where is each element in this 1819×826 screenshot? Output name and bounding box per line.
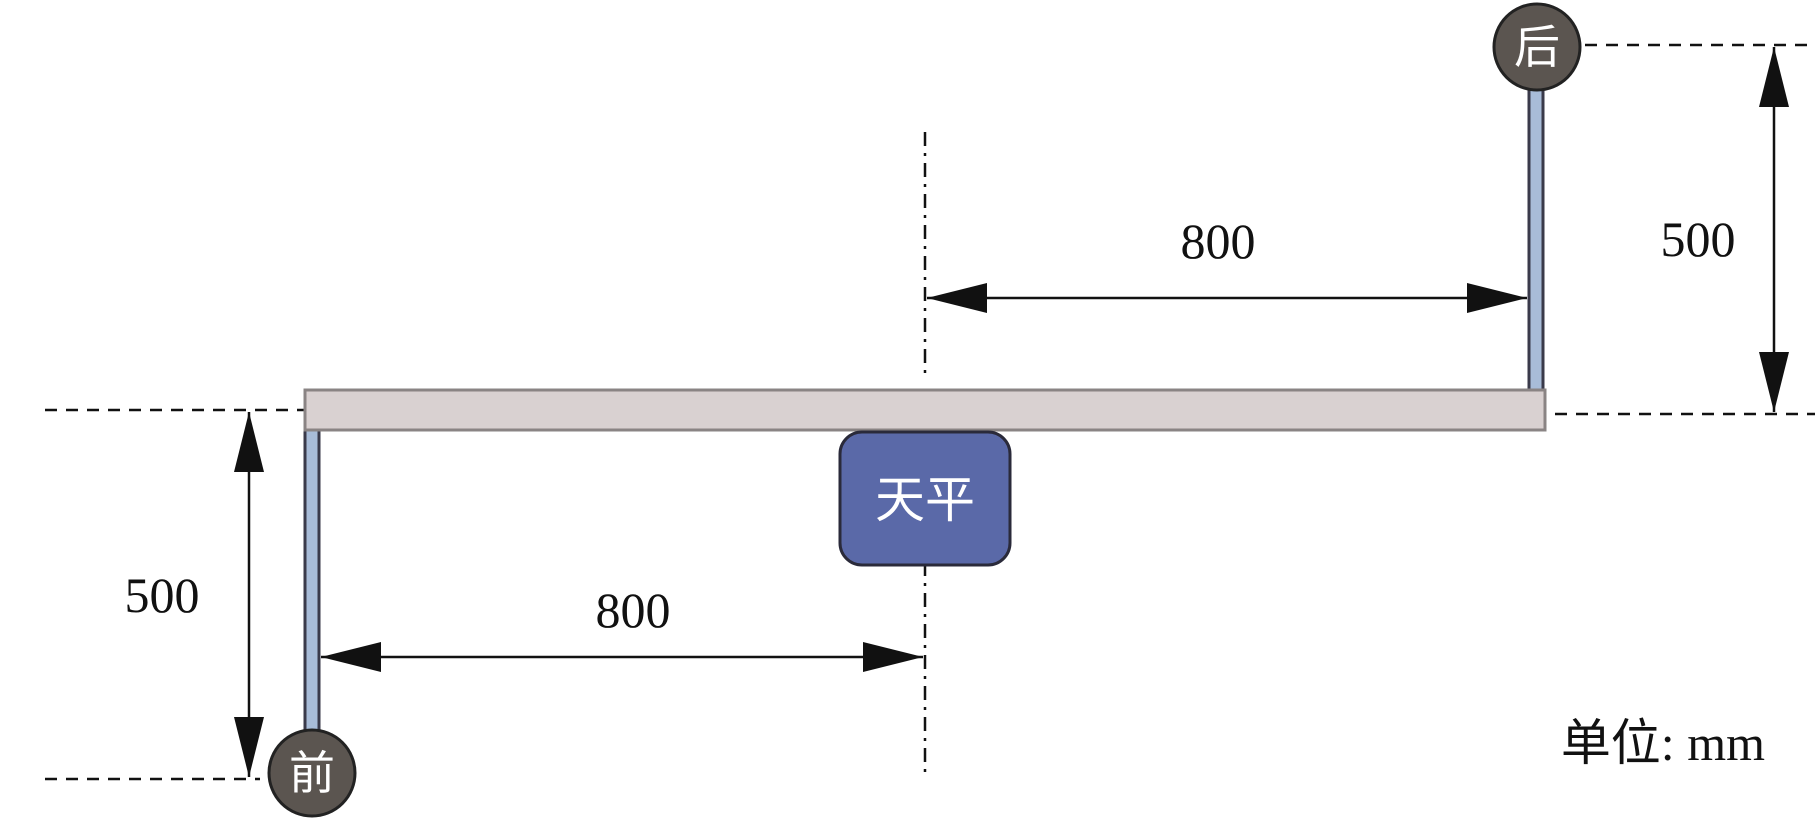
front-horizontal-dimension-label: 800: [596, 582, 671, 638]
front-rod: [303, 428, 321, 735]
beam: [303, 388, 1547, 432]
front-node-label: 前: [289, 746, 335, 800]
rear-horizontal-dimension-label: 800: [1181, 213, 1256, 269]
rear-rod: [1527, 86, 1545, 393]
front-vertical-dimension-label: 500: [125, 567, 200, 623]
rear-vertical-dimension-label: 500: [1661, 211, 1736, 267]
unit-label: 单位: mm: [1561, 715, 1765, 771]
balance-box: [838, 430, 1012, 567]
balance-label: 天平: [875, 471, 975, 529]
rear-node: [1492, 2, 1582, 92]
rear-node-label: 后: [1514, 20, 1560, 74]
front-node: [267, 728, 357, 818]
